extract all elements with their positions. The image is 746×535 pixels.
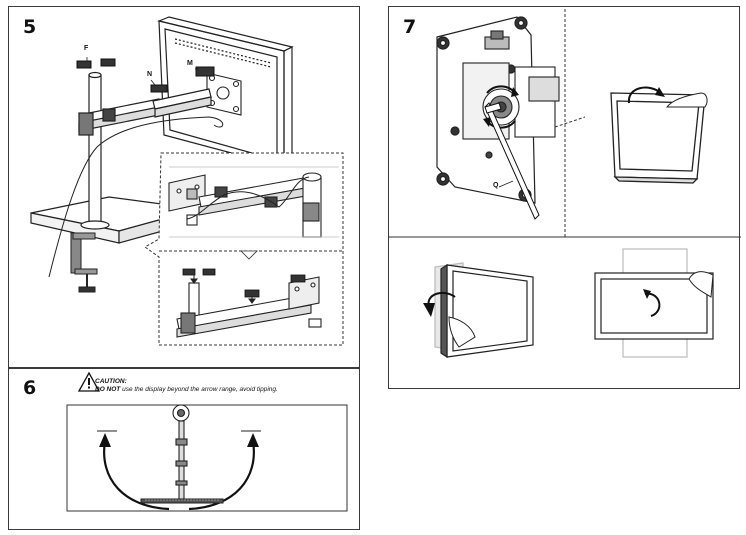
warning-triangle-icon bbox=[77, 371, 101, 392]
cable-clip-parts bbox=[76, 58, 215, 93]
detail-top-arm bbox=[168, 172, 322, 238]
hex-key bbox=[484, 102, 540, 220]
step-5-illustration bbox=[30, 16, 344, 346]
step-7-number: 7 bbox=[403, 16, 417, 38]
callout-m: M bbox=[187, 60, 193, 67]
base-plate bbox=[140, 498, 224, 504]
step-6-number: 6 bbox=[23, 377, 37, 399]
callout-q: Q bbox=[493, 182, 499, 189]
range-frame bbox=[66, 404, 348, 512]
hand-swivel bbox=[448, 316, 476, 348]
clamp bbox=[70, 232, 98, 293]
step-5-number: 5 bbox=[23, 16, 37, 38]
step-6-illustration bbox=[66, 371, 348, 512]
rotate-monitor bbox=[594, 248, 714, 358]
swivel-monitor bbox=[434, 262, 534, 359]
arm bbox=[78, 88, 212, 136]
tilt-bracket bbox=[462, 30, 560, 140]
detail-top-cable bbox=[186, 176, 310, 220]
vesa-plate bbox=[206, 72, 242, 116]
caution-body: use the display beyond the arrow range, … bbox=[120, 386, 278, 393]
range-arrow-right bbox=[188, 440, 255, 511]
callout-n: N bbox=[147, 71, 153, 78]
hand-rotate bbox=[688, 271, 714, 298]
step-6-panel: 6 CAUTION: DO NO bbox=[8, 368, 360, 530]
step-5-panel: 5 bbox=[8, 6, 360, 368]
callout-f: F bbox=[84, 45, 89, 52]
caution-strong: DO NOT bbox=[95, 386, 121, 393]
step-7-panel: 7 bbox=[388, 6, 741, 389]
range-arrow-left bbox=[103, 440, 170, 511]
caution-text: DO NOT use the display beyond the arrow … bbox=[95, 386, 278, 393]
hand-tilt bbox=[665, 92, 708, 108]
caution-title: CAUTION: bbox=[95, 378, 127, 385]
tilt-monitor bbox=[610, 92, 706, 184]
detail-bottom-arm bbox=[176, 276, 322, 338]
step-7-illustration bbox=[389, 9, 741, 359]
cable bbox=[48, 116, 224, 278]
rotate-icon bbox=[643, 289, 661, 317]
